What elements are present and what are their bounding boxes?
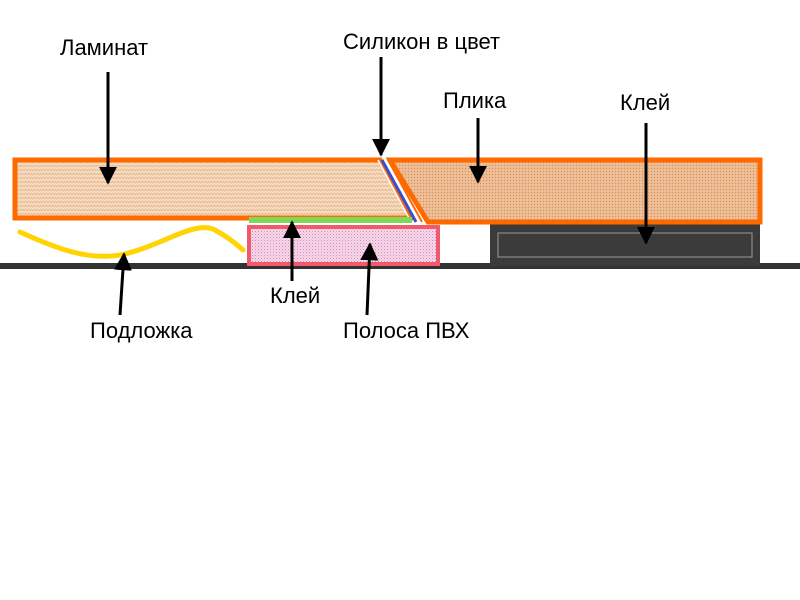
label-pvc-strip: Полоса ПВХ bbox=[343, 318, 470, 343]
label-tile: Плика bbox=[443, 88, 507, 113]
label-underlay: Подложка bbox=[90, 318, 193, 343]
glue-dark-block bbox=[490, 224, 760, 266]
pvc-strip bbox=[247, 225, 440, 266]
arrow-pvc bbox=[360, 242, 379, 316]
silicone-seam bbox=[380, 159, 418, 223]
underlay-wave bbox=[17, 225, 246, 259]
arrow-underlay bbox=[113, 252, 132, 316]
label-silicone: Силикон в цвет bbox=[343, 29, 500, 54]
silicone-seam-edge bbox=[387, 159, 423, 223]
glue-green-strip bbox=[249, 217, 412, 223]
label-glue-middle: Клей bbox=[270, 283, 320, 308]
glue-dark-inner bbox=[497, 232, 753, 258]
tile-board bbox=[385, 157, 763, 225]
laminate-board bbox=[12, 157, 417, 221]
silicone-seam-highlight bbox=[377, 159, 411, 221]
label-glue-right: Клей bbox=[620, 90, 670, 115]
label-laminate: Ламинат bbox=[60, 35, 148, 60]
